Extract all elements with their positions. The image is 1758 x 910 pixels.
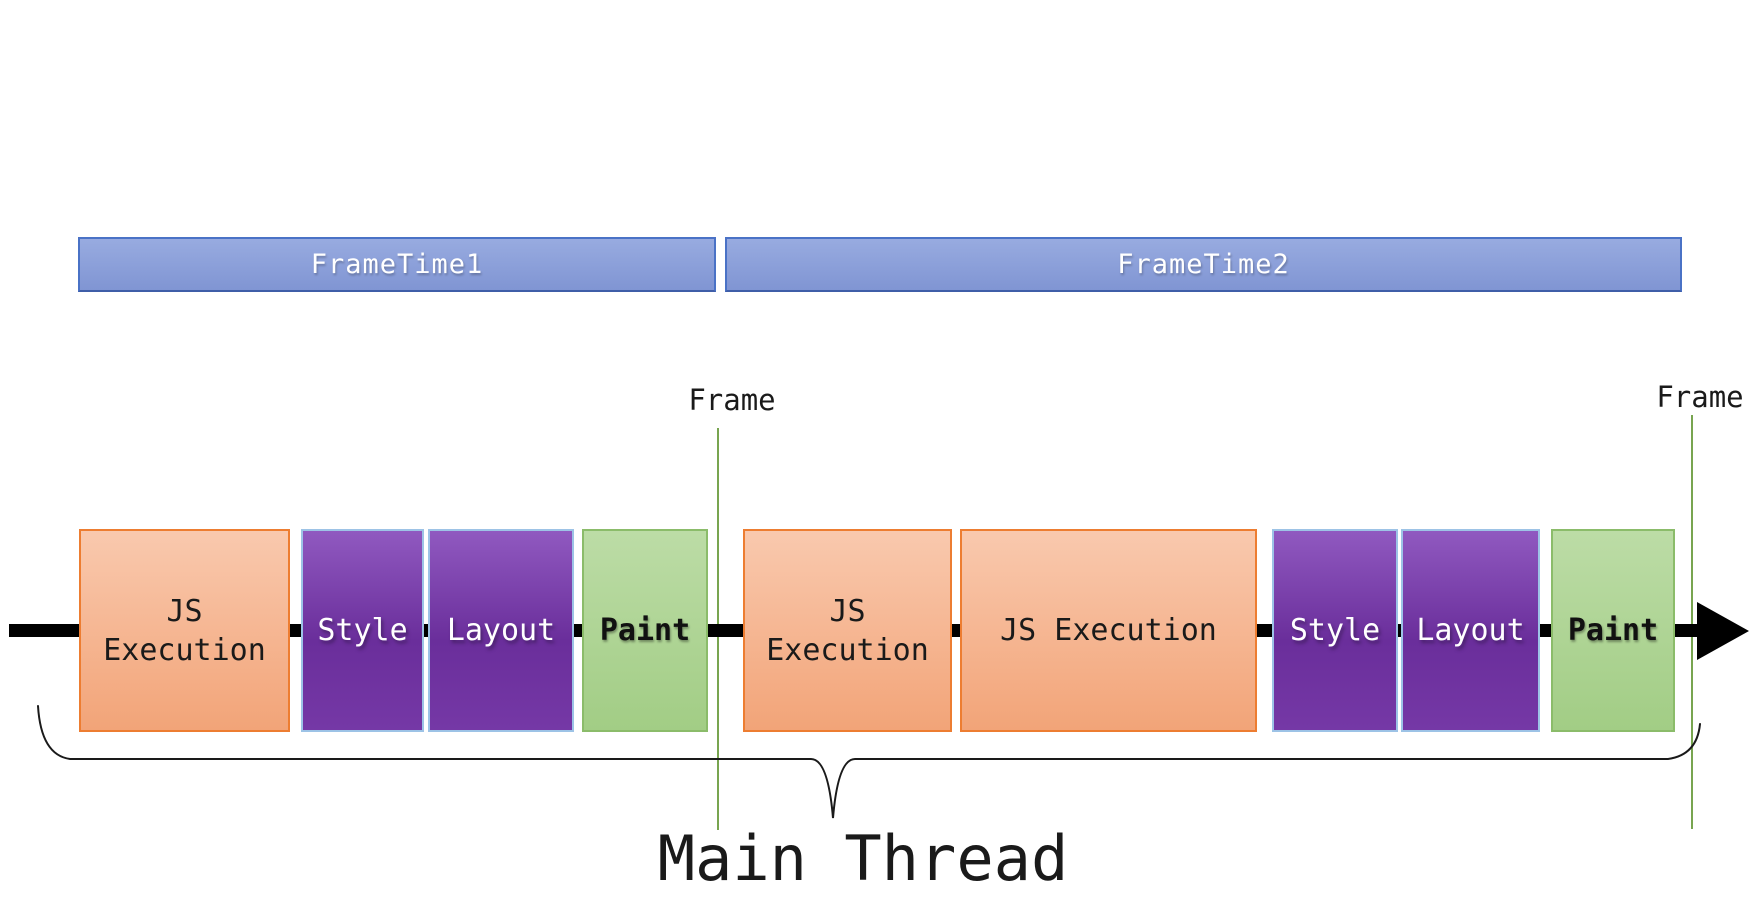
frame-time-bar-frametime2: FrameTime2 [725, 237, 1682, 292]
timeline-segment-paint: Paint [582, 529, 708, 732]
main-thread-title: Main Thread [657, 822, 1069, 895]
segment-label: Layout [1416, 613, 1525, 648]
frame-time-bar-label: FrameTime2 [1117, 249, 1290, 280]
timeline-segment-layout: Layout [1401, 529, 1540, 732]
timeline-segment-style: Style [301, 529, 424, 732]
timeline-segment-layout: Layout [428, 529, 574, 732]
frame-time-bar-frametime1: FrameTime1 [78, 237, 716, 292]
segment-label: JS [829, 593, 866, 629]
segment-label: Paint [599, 613, 691, 648]
segment-label: Execution [103, 632, 266, 668]
segment-label: Style [1289, 613, 1381, 648]
segment-label: Style [317, 613, 408, 648]
segment-label: Layout [446, 613, 556, 648]
frame-boundary-line-2 [1691, 415, 1693, 829]
timeline-segment-js-execution: JS Execution [960, 529, 1257, 732]
frame-time-bar-label: FrameTime1 [310, 249, 484, 280]
timeline-segment-style: Style [1272, 529, 1398, 732]
segment-label: JS Execution [1000, 613, 1217, 648]
frame-label-1: Frame [688, 383, 776, 417]
segment-label: Paint [1567, 613, 1659, 648]
timeline-segment-paint: Paint [1551, 529, 1675, 732]
segment-label: JS [166, 593, 203, 629]
segment-label: Execution [766, 632, 929, 668]
timeline-arrowhead-icon [1697, 601, 1749, 660]
frame-label-2: Frame [1656, 380, 1744, 414]
